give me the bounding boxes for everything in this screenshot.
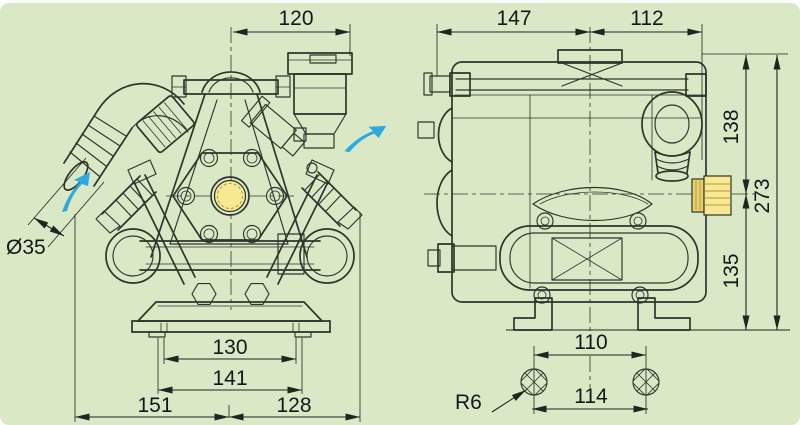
side-view-drawing: 147 112 138 135 273 110 114 bbox=[417, 7, 790, 414]
drawing-background bbox=[0, 3, 800, 425]
inlet-ring-nut bbox=[135, 95, 195, 154]
dim-128-label: 128 bbox=[276, 394, 311, 417]
dim-120-label: 120 bbox=[278, 7, 313, 30]
discharge-flow-arrow-icon bbox=[344, 125, 387, 153]
suction-flow-arrow-icon bbox=[62, 172, 90, 212]
dim-273-label: 273 bbox=[751, 178, 774, 213]
side-dimensions: 147 112 138 135 273 110 114 bbox=[436, 7, 788, 414]
bolt-holes bbox=[176, 148, 285, 244]
mounting-hole-icon bbox=[520, 346, 548, 414]
dim-141-label: 141 bbox=[212, 367, 247, 390]
right-port-fitting bbox=[301, 171, 363, 230]
dim-114-label: 114 bbox=[574, 385, 608, 408]
dim-110-label: 110 bbox=[574, 331, 607, 354]
mounting-hole-icon bbox=[632, 346, 660, 414]
dim-130-label: 130 bbox=[212, 336, 247, 359]
front-view-drawing: 120 Ø35 130 141 151 128 bbox=[6, 7, 387, 422]
dim-inlet-diameter-label: Ø35 bbox=[6, 236, 46, 259]
oil-reservoir bbox=[287, 52, 353, 149]
shaft-bore bbox=[210, 176, 250, 216]
left-port-fitting bbox=[95, 175, 157, 234]
pto-shaft bbox=[691, 175, 732, 216]
dim-147-label: 147 bbox=[496, 7, 531, 30]
dim-138-label: 138 bbox=[720, 109, 743, 144]
front-dimensions: 120 Ø35 130 141 151 128 bbox=[6, 7, 361, 422]
discharge-fitting bbox=[240, 95, 306, 157]
dim-112-label: 112 bbox=[630, 7, 663, 30]
dim-hole-radius-label: R6 bbox=[455, 391, 482, 414]
dim-135-label: 135 bbox=[720, 253, 743, 288]
dim-151-label: 151 bbox=[137, 394, 172, 417]
